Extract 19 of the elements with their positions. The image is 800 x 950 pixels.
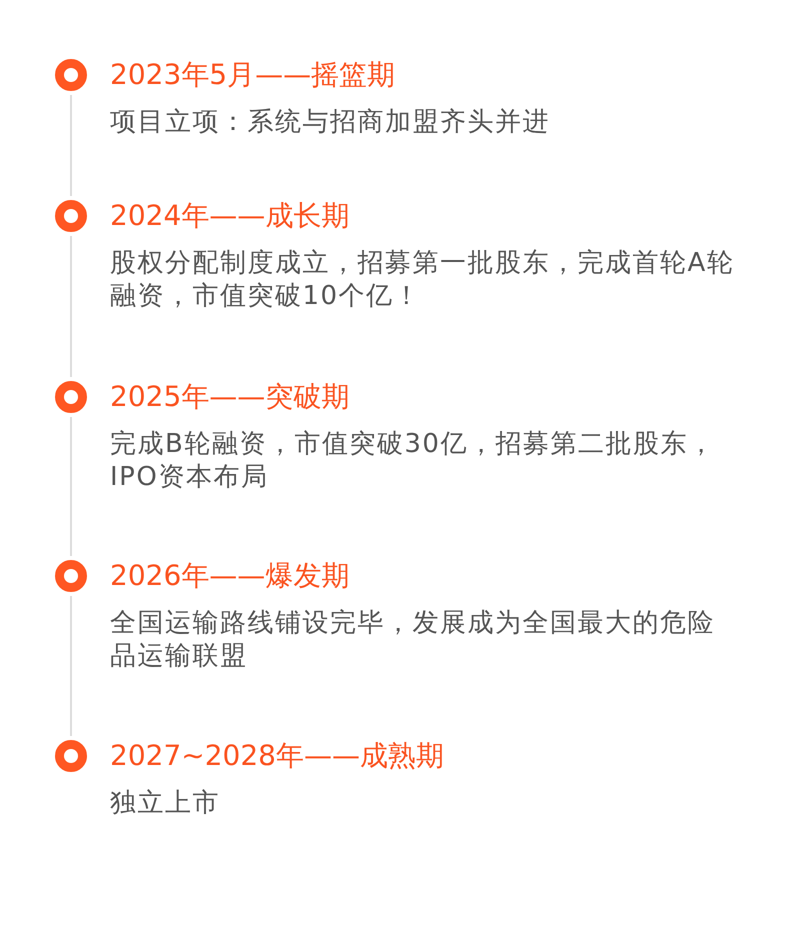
period-heading: 2026年——爆发期 [110, 558, 350, 594]
milestone-description: 股权分配制度成立，招募第一批股东，完成首轮A轮融资，市值突破10个亿！ [110, 247, 736, 313]
period-heading: 2027~2028年——成熟期 [110, 738, 444, 774]
timeline-line [70, 417, 72, 556]
timeline-line [70, 95, 72, 196]
milestone-description: 独立上市 [110, 787, 221, 820]
milestone-description: 全国运输路线铺设完毕，发展成为全国最大的危险品运输联盟 [110, 607, 716, 673]
timeline-marker [55, 59, 87, 91]
period-heading: 2025年——突破期 [110, 379, 350, 415]
milestone-description: 完成B轮融资，市值突破30亿，招募第二批股东，IPO资本布局 [110, 428, 716, 494]
timeline-marker [55, 200, 87, 232]
timeline-line [70, 236, 72, 377]
timeline-marker [55, 381, 87, 413]
period-heading: 2023年5月——摇篮期 [110, 57, 396, 93]
timeline-marker [55, 560, 87, 592]
milestone-description: 项目立项：系统与招商加盟齐头并进 [110, 106, 551, 139]
period-heading: 2024年——成长期 [110, 198, 350, 234]
timeline-line [70, 596, 72, 736]
timeline-marker [55, 740, 87, 772]
